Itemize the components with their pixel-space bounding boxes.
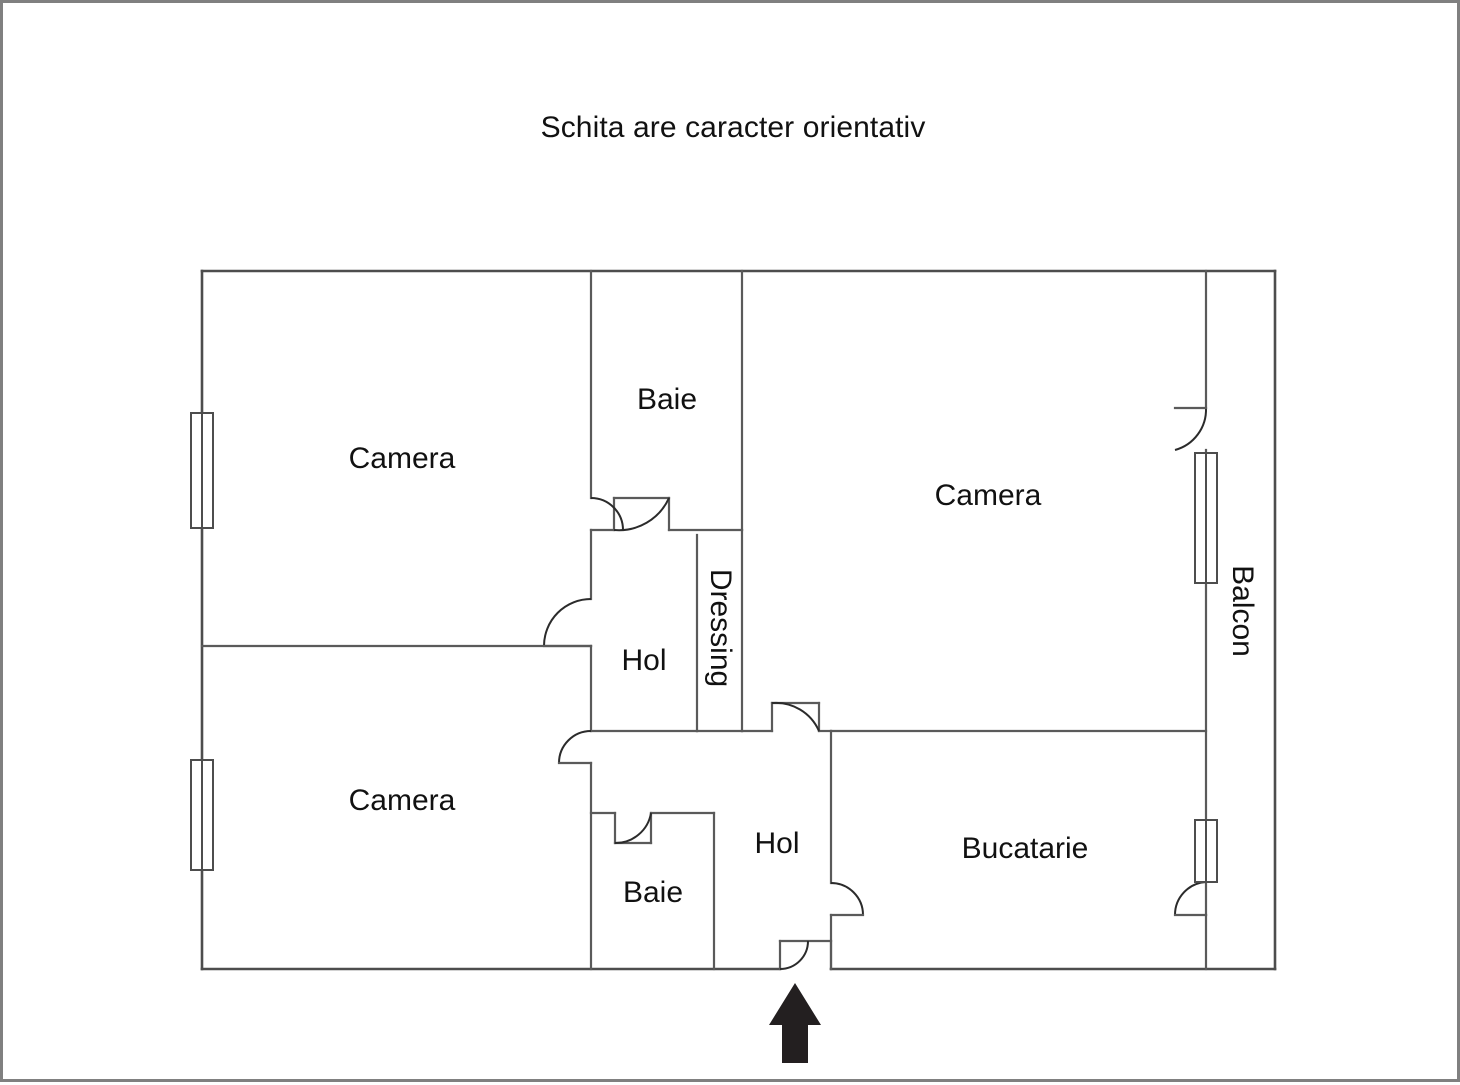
door-balcon-icon bbox=[1174, 407, 1208, 451]
room-label-camera-bottom-left: Camera bbox=[349, 784, 456, 817]
floorplan-drawing: Camera Camera Baie Baie Hol Hol Dressing… bbox=[190, 269, 1277, 1063]
door-camera-right-to-hol-icon bbox=[771, 701, 820, 732]
outer-walls bbox=[200, 269, 1277, 971]
door-bucatarie-to-hol-icon bbox=[830, 882, 864, 916]
door-camera-top-left-to-hol-icon bbox=[590, 497, 624, 531]
room-label-camera-right: Camera bbox=[935, 479, 1042, 512]
room-label-bucatarie: Bucatarie bbox=[962, 832, 1089, 865]
door-baie-top-to-hol-icon bbox=[613, 497, 670, 532]
room-label-hol-lower: Hol bbox=[754, 827, 799, 860]
door-baie-bottom-to-hol-icon bbox=[614, 812, 652, 845]
page-title: Schita are caracter orientativ bbox=[540, 111, 926, 144]
interior-walls bbox=[200, 269, 1208, 971]
window-camera-top-left bbox=[190, 412, 214, 529]
window-bucatarie bbox=[1194, 819, 1218, 883]
room-label-baie-top: Baie bbox=[637, 383, 697, 416]
door-bucatarie-to-balcon-icon bbox=[1173, 881, 1207, 916]
room-labels: Camera Camera Baie Baie Hol Hol Dressing… bbox=[349, 383, 1259, 909]
door-hol-upper-left-icon bbox=[543, 598, 592, 647]
window-camera-bottom-left bbox=[190, 759, 214, 871]
room-label-camera-top-left: Camera bbox=[349, 442, 456, 475]
up-arrow-icon bbox=[769, 983, 821, 1063]
door-entrance-icon bbox=[779, 940, 809, 970]
entrance-arrow bbox=[769, 983, 821, 1063]
room-label-baie-bottom: Baie bbox=[623, 876, 683, 909]
windows bbox=[190, 412, 1218, 883]
window-balcon-upper bbox=[1194, 452, 1218, 584]
room-label-hol-upper: Hol bbox=[621, 644, 666, 677]
room-label-dressing: Dressing bbox=[704, 569, 737, 687]
room-label-balcon: Balcon bbox=[1226, 565, 1259, 657]
door-camera-bottom-left-to-hol-icon bbox=[558, 730, 592, 764]
